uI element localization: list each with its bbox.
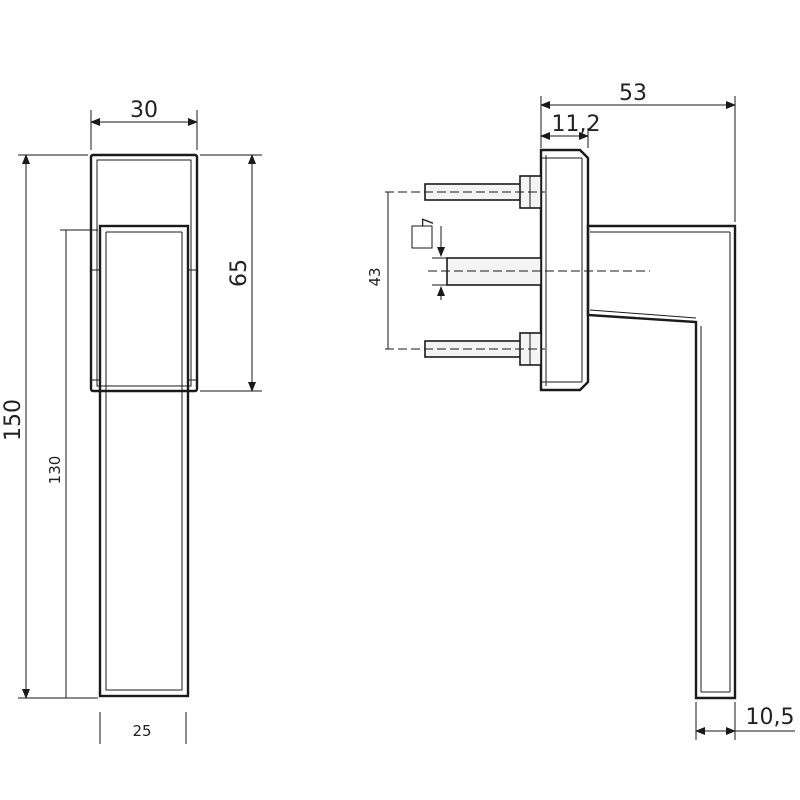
dim-label-130: 130 bbox=[46, 456, 64, 485]
front-rosette-inner bbox=[96, 159, 192, 387]
dim-label-43: 43 bbox=[366, 267, 384, 286]
side-lever-outline bbox=[586, 224, 737, 700]
front-rosette-outline bbox=[89, 153, 199, 393]
front-lever-outline bbox=[98, 224, 190, 698]
dim-label-7: 7 bbox=[419, 217, 437, 227]
dim-label-30: 30 bbox=[130, 98, 158, 123]
side-rosette-outline bbox=[539, 148, 590, 392]
dim-label-65: 65 bbox=[227, 259, 252, 287]
dim-label-11-2: 11,2 bbox=[552, 112, 601, 137]
dim-label-53: 53 bbox=[619, 81, 647, 106]
dim-label-25: 25 bbox=[132, 722, 151, 740]
dim-label-10-5: 10,5 bbox=[746, 705, 795, 730]
dim-label-150: 150 bbox=[1, 399, 26, 441]
side-lever-inner bbox=[589, 309, 697, 319]
side-view: 43 7 53 11,2 10,5 bbox=[366, 81, 795, 740]
front-view: 30 150 130 65 25 bbox=[1, 98, 262, 744]
square-section-symbol bbox=[411, 225, 433, 249]
